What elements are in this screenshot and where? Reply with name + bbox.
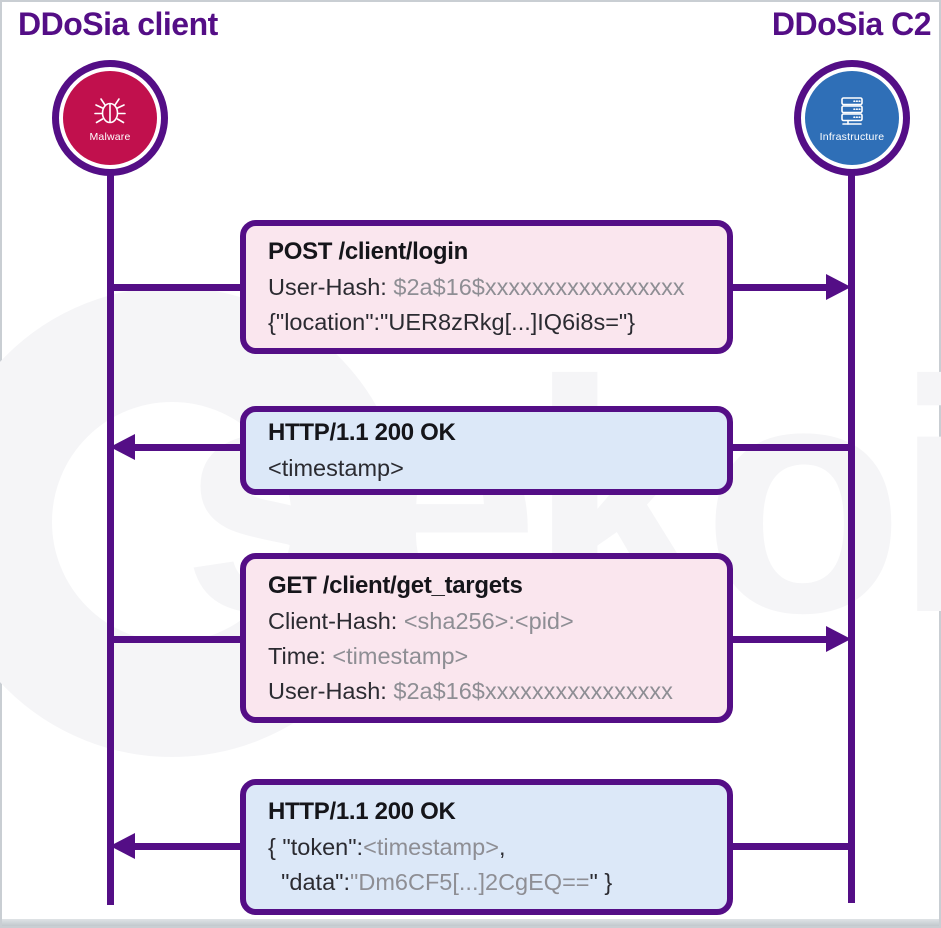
message-line: <timestamp> bbox=[268, 451, 705, 486]
message-line: { "token":<timestamp>, bbox=[268, 830, 705, 865]
message-text-segment: <sha256>:<pid> bbox=[403, 607, 574, 634]
message-text-segment: $2a$16$xxxxxxxxxxxxxxxxx bbox=[393, 274, 685, 300]
c2-column-title: DDoSia C2 bbox=[771, 6, 932, 42]
bug-icon bbox=[94, 97, 126, 123]
infrastructure-actor-circle: Infrastructure bbox=[805, 71, 899, 165]
message-text-segment: <timestamp> bbox=[268, 455, 404, 481]
client-column-title: DDoSia client bbox=[18, 6, 218, 42]
message-title: HTTP/1.1 200 OK bbox=[268, 419, 456, 446]
server-icon bbox=[841, 96, 863, 125]
message-line: Time: <timestamp> bbox=[268, 639, 705, 674]
c2-lifeline bbox=[848, 172, 855, 903]
message-text-segment: " } bbox=[589, 869, 613, 895]
message-text-segment: $2a$16$xxxxxxxxxxxxxxxx bbox=[393, 677, 673, 704]
message-line: User-Hash: $2a$16$xxxxxxxxxxxxxxxxx bbox=[268, 270, 705, 305]
message-line: User-Hash: $2a$16$xxxxxxxxxxxxxxxx bbox=[268, 674, 705, 709]
message-title: POST /client/login bbox=[268, 238, 468, 265]
message-text-segment: { "token": bbox=[268, 834, 364, 860]
message-box-post-login: POST /client/login User-Hash: $2a$16$xxx… bbox=[240, 220, 733, 354]
message-text-segment: "data": bbox=[268, 869, 351, 895]
message-text-segment: User-Hash: bbox=[268, 274, 394, 300]
message-title: GET /client/get_targets bbox=[268, 571, 523, 599]
message-text-segment: {"location":"UER8zRkg[...]IQ6i8s="} bbox=[268, 309, 636, 335]
arrowhead-left-icon bbox=[110, 434, 135, 460]
message-line: {"location":"UER8zRkg[...]IQ6i8s="} bbox=[268, 305, 705, 340]
message-text-segment: "Dm6CF5[...]2CgEQ== bbox=[350, 869, 590, 895]
message-line: Client-Hash: <sha256>:<pid> bbox=[268, 604, 705, 639]
malware-actor: Malware bbox=[52, 60, 168, 176]
arrowhead-left-icon bbox=[110, 833, 135, 859]
message-text-segment: User-Hash: bbox=[268, 677, 394, 704]
arrowhead-right-icon bbox=[826, 274, 851, 300]
message-box-get-targets: GET /client/get_targets Client-Hash: <sh… bbox=[240, 553, 733, 723]
client-lifeline bbox=[107, 172, 114, 905]
bottom-border bbox=[2, 919, 939, 926]
infrastructure-label: Infrastructure bbox=[819, 130, 885, 143]
message-text-segment: Client-Hash: bbox=[268, 607, 404, 634]
malware-label: Malware bbox=[89, 130, 131, 143]
message-text-segment: , bbox=[498, 834, 506, 860]
message-text-segment: <timestamp> bbox=[363, 834, 499, 860]
infrastructure-actor: Infrastructure bbox=[794, 60, 910, 176]
message-text-segment: <timestamp> bbox=[332, 642, 469, 669]
message-title: HTTP/1.1 200 OK bbox=[268, 798, 456, 825]
message-line: "data":"Dm6CF5[...]2CgEQ==" } bbox=[268, 865, 705, 900]
message-text-segment: Time: bbox=[268, 642, 333, 669]
arrowhead-right-icon bbox=[826, 626, 851, 652]
message-box-targets-response: HTTP/1.1 200 OK { "token":<timestamp>, "… bbox=[240, 779, 733, 915]
malware-actor-circle: Malware bbox=[63, 71, 157, 165]
message-box-login-response: HTTP/1.1 200 OK <timestamp> bbox=[240, 406, 733, 495]
